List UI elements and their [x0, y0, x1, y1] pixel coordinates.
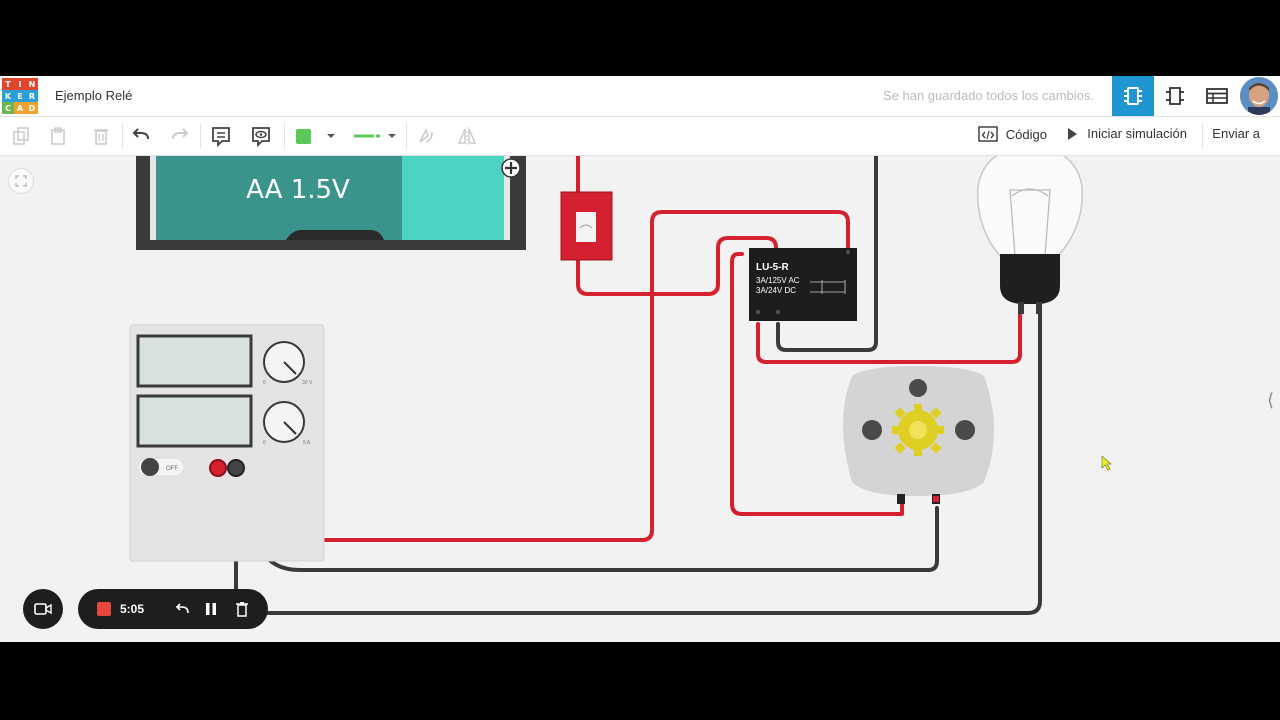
wire-black-relay-coil[interactable]: [776, 156, 878, 352]
psu-positive-terminal[interactable]: [209, 459, 227, 477]
chip-icon: [1124, 87, 1142, 105]
mirror-button[interactable]: [454, 123, 480, 149]
redo-icon: [172, 128, 189, 140]
rotate-icon: [419, 127, 433, 143]
wire-red-switch-relay[interactable]: [576, 156, 778, 296]
toolbar-divider: [406, 123, 407, 149]
paste-icon: [51, 127, 65, 145]
edit-toolbar: Código Iniciar simulación Enviar a: [0, 117, 1280, 156]
logo-letter: E: [14, 90, 26, 102]
notes-visibility-button[interactable]: [248, 123, 274, 149]
trash-icon: [94, 129, 108, 145]
voltage-max-label: 30 V: [302, 380, 313, 386]
copy-icon: [13, 127, 29, 145]
project-title[interactable]: Ejemplo Relé: [55, 88, 133, 103]
voltage-min-label: 0: [263, 380, 266, 386]
fit-view-icon: [15, 175, 27, 187]
chevron-left-icon: ⟨: [1266, 390, 1274, 410]
paste-button[interactable]: [46, 123, 72, 149]
wire-red-relay-bulb[interactable]: [756, 310, 1022, 364]
start-simulation-button[interactable]: Iniciar simulación: [1065, 126, 1187, 141]
mouse-cursor-icon: [1101, 455, 1112, 471]
code-button[interactable]: Código: [978, 126, 1047, 142]
logo-letter: R: [26, 90, 38, 102]
circuit-view-button[interactable]: [1112, 76, 1154, 116]
note-icon: [212, 127, 230, 147]
current-min-label: 0: [263, 440, 266, 446]
logo-letter: I: [14, 78, 26, 90]
psu-negative-terminal[interactable]: [227, 459, 245, 477]
undo-icon: [132, 128, 149, 140]
slide-switch[interactable]: [560, 191, 613, 261]
table-icon: [1206, 88, 1228, 104]
battery-aa[interactable]: AA 1.5V: [136, 156, 526, 250]
current-max-label: 5 A: [303, 440, 311, 446]
user-avatar[interactable]: [1240, 77, 1278, 115]
toolbar-divider: [1202, 123, 1203, 149]
delete-button[interactable]: [88, 123, 114, 149]
logo-letter: D: [26, 102, 38, 114]
relay-name: LU-5-R: [756, 262, 790, 273]
logo-letter: N: [26, 78, 38, 90]
wire-style-icon: [354, 134, 396, 138]
panel-collapse-button[interactable]: ⟨: [1267, 390, 1274, 411]
play-icon: [1068, 127, 1078, 140]
undo-button[interactable]: [128, 123, 154, 149]
camera-button[interactable]: [23, 589, 63, 629]
schematic-icon: [1166, 87, 1184, 105]
send-to-button[interactable]: Enviar a: [1212, 126, 1260, 141]
battery-label: AA 1.5V: [246, 175, 350, 205]
eye-note-icon: [252, 127, 270, 147]
dc-motor[interactable]: [843, 366, 994, 504]
mirror-icon: [457, 127, 477, 145]
circuit-canvas[interactable]: AA 1.5V LU-5-R 3A/125V AC 3A/24V DC: [0, 156, 1280, 642]
video-camera-icon: [34, 603, 52, 615]
toolbar-divider: [122, 123, 123, 149]
schematic-view-button[interactable]: [1154, 76, 1196, 116]
send-to-label: Enviar a: [1212, 126, 1260, 141]
trash-icon[interactable]: [235, 601, 249, 617]
avatar-image: [1240, 77, 1278, 115]
logo-letter: T: [2, 78, 14, 90]
color-swatch-icon: [296, 129, 335, 144]
wire-type-picker[interactable]: [350, 123, 402, 149]
code-icon: [978, 126, 998, 142]
redo-button[interactable]: [167, 123, 193, 149]
save-status: Se han guardado todos los cambios.: [882, 88, 1094, 103]
recording-timer: 5:05: [120, 602, 145, 616]
component-list-button[interactable]: [1196, 76, 1238, 116]
rotate-button[interactable]: [413, 123, 439, 149]
light-bulb[interactable]: [976, 156, 1084, 314]
pause-icon[interactable]: [205, 602, 217, 616]
copy-button[interactable]: [8, 123, 34, 149]
wire-black-psu-motor[interactable]: [234, 470, 939, 572]
code-label: Código: [1005, 126, 1047, 142]
fit-view-button[interactable]: [8, 168, 34, 194]
logo-letter: K: [2, 90, 14, 102]
notes-button[interactable]: [208, 123, 234, 149]
recording-controls: 5:05: [78, 589, 268, 629]
relay-spec-ac: 3A/125V AC: [756, 276, 800, 285]
fill-color-picker[interactable]: [292, 123, 338, 149]
power-supply[interactable]: 0 30 V 0 5 A OFF: [129, 324, 325, 562]
wire-red-relay-motor[interactable]: [730, 252, 904, 516]
stop-recording-button[interactable]: [97, 602, 111, 616]
toolbar-divider: [200, 123, 201, 149]
logo-letter: C: [2, 102, 14, 114]
logo-letter: A: [14, 102, 26, 114]
start-simulation-label: Iniciar simulación: [1087, 126, 1187, 141]
relay-lu5r[interactable]: LU-5-R 3A/125V AC 3A/24V DC: [749, 248, 857, 321]
undo-recording-icon[interactable]: [174, 601, 190, 617]
toolbar-divider: [284, 123, 285, 149]
psu-off-label: OFF: [166, 466, 178, 472]
relay-spec-dc: 3A/24V DC: [756, 286, 796, 295]
